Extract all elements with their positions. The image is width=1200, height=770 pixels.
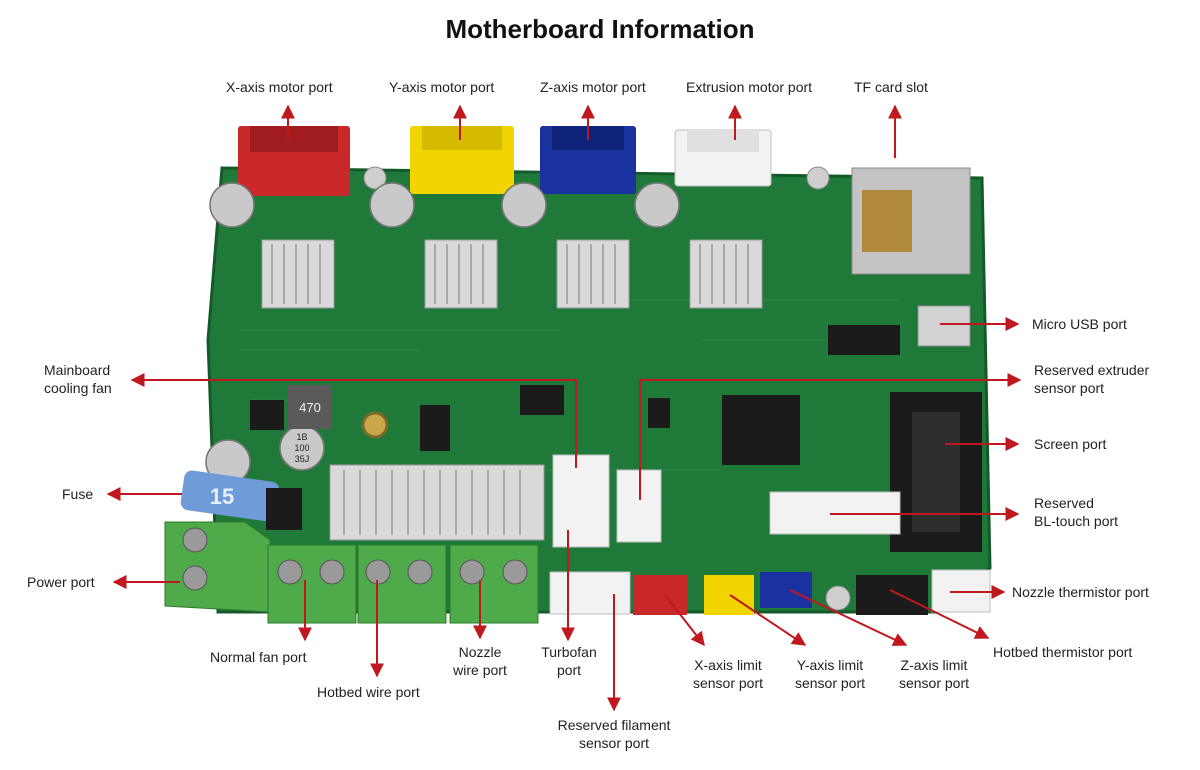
label-x-motor: X-axis motor port [226, 79, 333, 95]
label-hotbed-wire: Hotbed wire port [317, 684, 420, 700]
mcu-chip [722, 395, 800, 465]
cap-text-1: 1B [296, 432, 307, 442]
label-x-limit: X-axis limit sensor port [680, 656, 776, 692]
label-mainboard-fan-line2: cooling fan [44, 380, 112, 396]
label-fuse: Fuse [62, 486, 94, 502]
label-z-limit-line1: Z-axis limit [900, 657, 968, 673]
arrow-z-limit [789, 589, 908, 646]
arrow-mainboard-fan [130, 373, 577, 468]
driver-chip [828, 325, 900, 355]
label-reserved-filament-line2: sensor port [578, 735, 650, 751]
label-screen: Screen port [1034, 436, 1107, 452]
small-chip-4 [420, 405, 450, 451]
y-motor-connector [410, 126, 514, 194]
label-hotbed-thermistor: Hotbed thermistor port [993, 644, 1133, 660]
mosfet-heatsink [329, 464, 545, 541]
label-reserved-filament: Reserved filament sensor port [530, 716, 698, 752]
label-reserved-filament-line1: Reserved filament [557, 717, 671, 733]
small-chip-2 [648, 398, 670, 428]
page-title: Motherboard Information [445, 14, 755, 44]
label-x-limit-line1: X-axis limit [694, 657, 762, 673]
label-micro-usb: Micro USB port [1032, 316, 1127, 332]
fuse-holder [266, 488, 302, 530]
label-tf-card: TF card slot [854, 79, 928, 95]
hotbed-thermistor-connector [856, 575, 928, 615]
inductor-text: 470 [299, 400, 321, 415]
label-y-limit: Y-axis limit sensor port [782, 656, 878, 692]
label-nozzle-wire-line2: wire port [453, 662, 507, 678]
label-z-motor: Z-axis motor port [540, 79, 646, 95]
fuse-value-text: 15 [210, 484, 234, 509]
label-x-limit-line2: sensor port [692, 675, 764, 691]
inductor [288, 385, 332, 429]
micro-usb-connector [917, 305, 971, 347]
label-mainboard-fan: Mainboard cooling fan [44, 361, 112, 397]
label-y-limit-line2: sensor port [794, 675, 866, 691]
power-terminal [164, 521, 271, 613]
hotbed-terminal [357, 544, 447, 624]
filament-sensor-connector [549, 571, 631, 615]
arrow-hotbed-thermistor [889, 589, 990, 639]
label-y-motor: Y-axis motor port [389, 79, 495, 95]
label-y-limit-line1: Y-axis limit [796, 657, 864, 673]
label-bltouch-line2: BL-touch port [1034, 513, 1119, 529]
small-chip-1 [520, 385, 564, 415]
cap-text-2: 100 [294, 443, 309, 453]
label-nozzle-thermistor: Nozzle thermistor port [1012, 584, 1149, 600]
nozzle-terminal [449, 544, 539, 624]
arrow-x-limit [664, 594, 705, 647]
label-turbofan-line2: port [556, 662, 582, 678]
label-reserved-extruder-line1: Reserved extruder [1034, 362, 1150, 378]
screen-port-connector [890, 392, 982, 552]
arrow-y-limit [729, 594, 807, 646]
label-z-limit-line2: sensor port [898, 675, 970, 691]
label-z-limit: Z-axis limit sensor port [886, 656, 982, 692]
arrow-reserved-extruder [639, 373, 1022, 500]
e-motor-connector [674, 129, 772, 187]
label-nozzle-wire: Nozzle wire port [440, 643, 520, 679]
label-normal-fan: Normal fan port [210, 649, 307, 665]
fan-terminal [267, 544, 357, 624]
label-turbofan: Turbofan port [529, 643, 609, 679]
stepper-heatsinks [261, 239, 763, 309]
label-e-motor: Extrusion motor port [686, 79, 813, 95]
y-limit-connector [704, 575, 754, 615]
turbofan-connector [552, 454, 610, 548]
x-motor-connector [238, 126, 350, 196]
small-chip-3 [250, 400, 284, 430]
cap-text-3: 35J [295, 454, 310, 464]
z-limit-connector [760, 572, 812, 608]
label-bltouch-line1: Reserved [1034, 495, 1094, 511]
label-mainboard-fan-line1: Mainboard [44, 362, 111, 378]
label-turbofan-line1: Turbofan [541, 644, 597, 660]
label-reserved-extruder: Reserved extruder sensor port [1034, 361, 1149, 397]
tf-card-slot [851, 167, 971, 275]
label-bltouch: Reserved BL-touch port [1034, 494, 1118, 530]
capacitors [205, 182, 680, 485]
x-limit-connector [633, 575, 687, 615]
fuse-component: 15 [180, 470, 280, 522]
label-nozzle-wire-line1: Nozzle [458, 644, 502, 660]
label-power: Power port [27, 574, 95, 590]
z-motor-connector [540, 126, 636, 194]
label-reserved-extruder-line2: sensor port [1034, 380, 1105, 396]
